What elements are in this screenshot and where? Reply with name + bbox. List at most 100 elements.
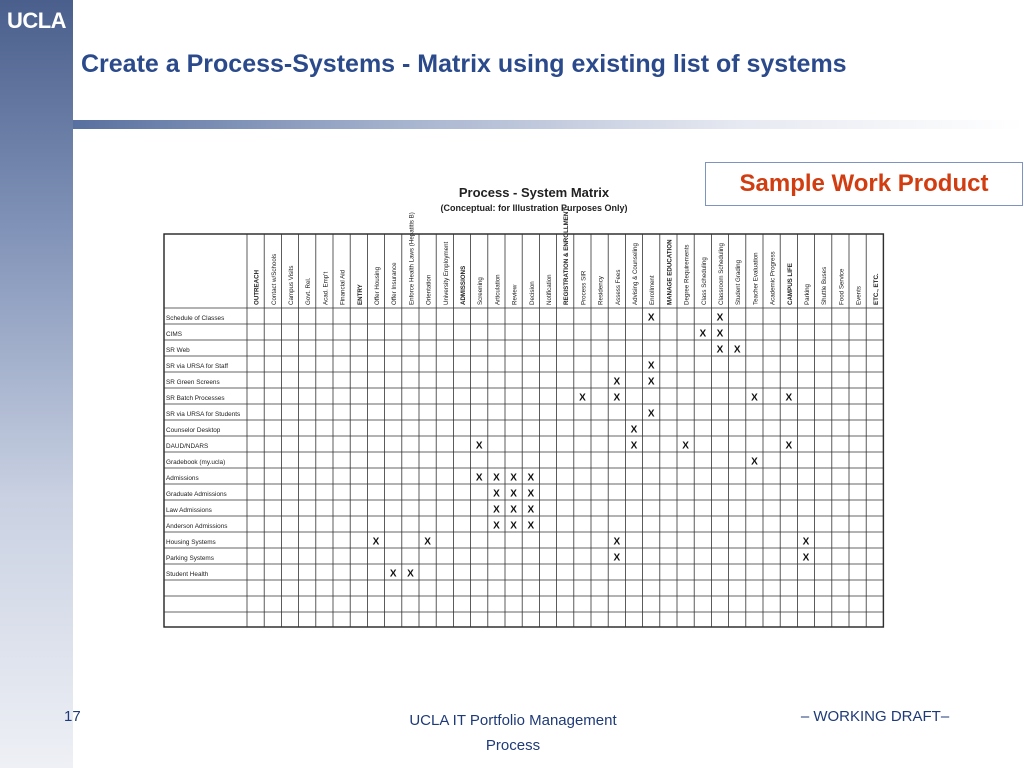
matrix-cell-mark: X bbox=[527, 489, 534, 500]
matrix-cell-mark: X bbox=[699, 329, 706, 340]
matrix-row-label: Law Admissions bbox=[166, 507, 212, 514]
sample-work-product-callout: Sample Work Product bbox=[705, 162, 1023, 206]
slide-title: Create a Process-Systems - Matrix using … bbox=[81, 50, 847, 78]
matrix-column-header: Offer Housing bbox=[374, 266, 381, 305]
matrix-column-header: Residency bbox=[598, 275, 605, 305]
matrix-cell-mark: X bbox=[510, 505, 517, 516]
matrix-column-header: Classroom Scheduling bbox=[718, 243, 725, 305]
matrix-title: Process - System Matrix bbox=[458, 185, 610, 200]
matrix-column-group-header: ENTRY bbox=[357, 283, 364, 305]
matrix-row-label: Housing Systems bbox=[166, 539, 216, 546]
matrix-column-header: Offer Insurance bbox=[391, 262, 398, 305]
matrix-column-header: Food Service bbox=[838, 268, 845, 305]
matrix-row-label: SR via URSA for Students bbox=[166, 411, 240, 418]
matrix-column-group-header: CAMPUS LIFE bbox=[787, 263, 794, 305]
matrix-cell-mark: X bbox=[476, 473, 483, 484]
matrix-row-label: Gradebook (my.ucla) bbox=[166, 459, 225, 466]
matrix-column-group-header: REGISTRATION & ENROLLMENT bbox=[563, 208, 570, 305]
matrix-cell-mark: X bbox=[390, 569, 397, 580]
matrix-cell-mark: X bbox=[648, 409, 655, 420]
matrix-cell-mark: X bbox=[785, 393, 792, 404]
matrix-row-label: SR Green Screens bbox=[166, 379, 220, 386]
working-draft-label: – WORKING DRAFT– bbox=[800, 708, 950, 725]
matrix-row-label: Student Health bbox=[166, 571, 209, 578]
matrix-cell-mark: X bbox=[648, 361, 655, 372]
matrix-row-label: SR Batch Processes bbox=[166, 395, 225, 402]
matrix-cell-mark: X bbox=[579, 393, 586, 404]
matrix-row-label: Admissions bbox=[166, 475, 199, 482]
matrix-row-label: Anderson Admissions bbox=[166, 523, 227, 530]
matrix-column-header: Teacher Evaluation bbox=[752, 252, 759, 305]
matrix-cell-mark: X bbox=[631, 425, 638, 436]
matrix-column-group-header: ADMISSIONS bbox=[460, 266, 467, 305]
footer-title-line1: UCLA IT Portfolio Management bbox=[409, 712, 617, 729]
matrix-cell-mark: X bbox=[717, 345, 724, 356]
matrix-column-header: Acad. Emp't bbox=[322, 272, 329, 305]
matrix-cell-mark: X bbox=[717, 329, 724, 340]
matrix-cell-mark: X bbox=[493, 505, 500, 516]
matrix-column-header: Shuttle Buses bbox=[821, 267, 828, 305]
footer-title: UCLA IT Portfolio Management Process bbox=[370, 708, 656, 758]
matrix-column-header: Assess Fees bbox=[615, 270, 622, 305]
matrix-column-header: Student Grading bbox=[735, 259, 742, 305]
matrix-cell-mark: X bbox=[510, 521, 517, 532]
matrix-cell-mark: X bbox=[510, 473, 517, 484]
matrix-cell-mark: X bbox=[510, 489, 517, 500]
matrix-row-label: SR via URSA for Staff bbox=[166, 363, 228, 370]
matrix-cell-mark: X bbox=[613, 553, 620, 564]
title-divider bbox=[73, 120, 1024, 129]
matrix-column-header: Govt. Rel. bbox=[305, 277, 312, 305]
matrix-cell-mark: X bbox=[527, 521, 534, 532]
matrix-column-header: Decision bbox=[529, 281, 536, 305]
matrix-cell-mark: X bbox=[493, 489, 500, 500]
matrix-cell-mark: X bbox=[613, 377, 620, 388]
matrix-cell-mark: X bbox=[493, 473, 500, 484]
matrix-cell-mark: X bbox=[373, 537, 380, 548]
matrix-border bbox=[163, 233, 885, 628]
matrix-column-header: Enforce Health Laws (Hepatitis B) bbox=[408, 212, 415, 305]
matrix-column-header: Advising & Counseling bbox=[632, 243, 639, 305]
matrix-cell-mark: X bbox=[803, 553, 810, 564]
matrix-column-header: Financial Aid bbox=[340, 269, 347, 305]
matrix-column-header: Academic Progress bbox=[770, 251, 777, 305]
matrix-column-header: Articulation bbox=[494, 274, 501, 305]
matrix-column-header: Degree Requirements bbox=[684, 244, 691, 305]
matrix-column-header: Parking bbox=[804, 283, 811, 305]
matrix-row-label: Counselor Desktop bbox=[166, 427, 221, 434]
matrix-column-header: Process SIR bbox=[580, 270, 587, 305]
matrix-column-header: Contact w/Schools bbox=[271, 254, 278, 305]
matrix-cell-mark: X bbox=[476, 441, 483, 452]
matrix-column-group-header: MANAGE EDUCATION bbox=[666, 239, 673, 305]
matrix-cell-mark: X bbox=[613, 537, 620, 548]
matrix-cell-mark: X bbox=[527, 473, 534, 484]
matrix-cell-mark: X bbox=[785, 441, 792, 452]
matrix-row-label: Graduate Admissions bbox=[166, 491, 227, 498]
matrix-column-header: Class Scheduling bbox=[701, 257, 708, 305]
matrix-cell-mark: X bbox=[648, 313, 655, 324]
matrix-cell-mark: X bbox=[682, 441, 689, 452]
matrix-cell-mark: X bbox=[751, 457, 758, 468]
ucla-logo: UCLA bbox=[6, 8, 67, 33]
matrix-column-header: Screening bbox=[477, 277, 484, 305]
matrix-cell-mark: X bbox=[648, 377, 655, 388]
footer-title-line2: Process bbox=[485, 737, 541, 754]
matrix-column-group-header: OUTREACH bbox=[254, 269, 261, 305]
matrix-column-header: University Employment bbox=[443, 241, 450, 305]
matrix-column-header: Notification bbox=[546, 274, 553, 305]
matrix-row-label: DAUD/NDARS bbox=[166, 443, 208, 450]
matrix-column-header: Events bbox=[856, 286, 863, 305]
page-number: 17 bbox=[64, 708, 81, 725]
matrix-cell-mark: X bbox=[613, 393, 620, 404]
matrix-column-header: Enrollment bbox=[649, 275, 656, 305]
matrix-column-header: Campus Visits bbox=[288, 266, 295, 305]
matrix-column-header: Review bbox=[512, 284, 519, 305]
matrix-cell-mark: X bbox=[803, 537, 810, 548]
matrix-row-label: SR Web bbox=[166, 347, 190, 354]
matrix-row-label: Parking Systems bbox=[166, 555, 214, 562]
matrix-subtitle: (Conceptual: for Illustration Purposes O… bbox=[440, 203, 628, 213]
matrix-cell-mark: X bbox=[734, 345, 741, 356]
sidebar-gradient bbox=[0, 0, 73, 768]
matrix-column-header: Orientation bbox=[426, 274, 433, 305]
matrix-row-label: CIMS bbox=[166, 331, 182, 338]
